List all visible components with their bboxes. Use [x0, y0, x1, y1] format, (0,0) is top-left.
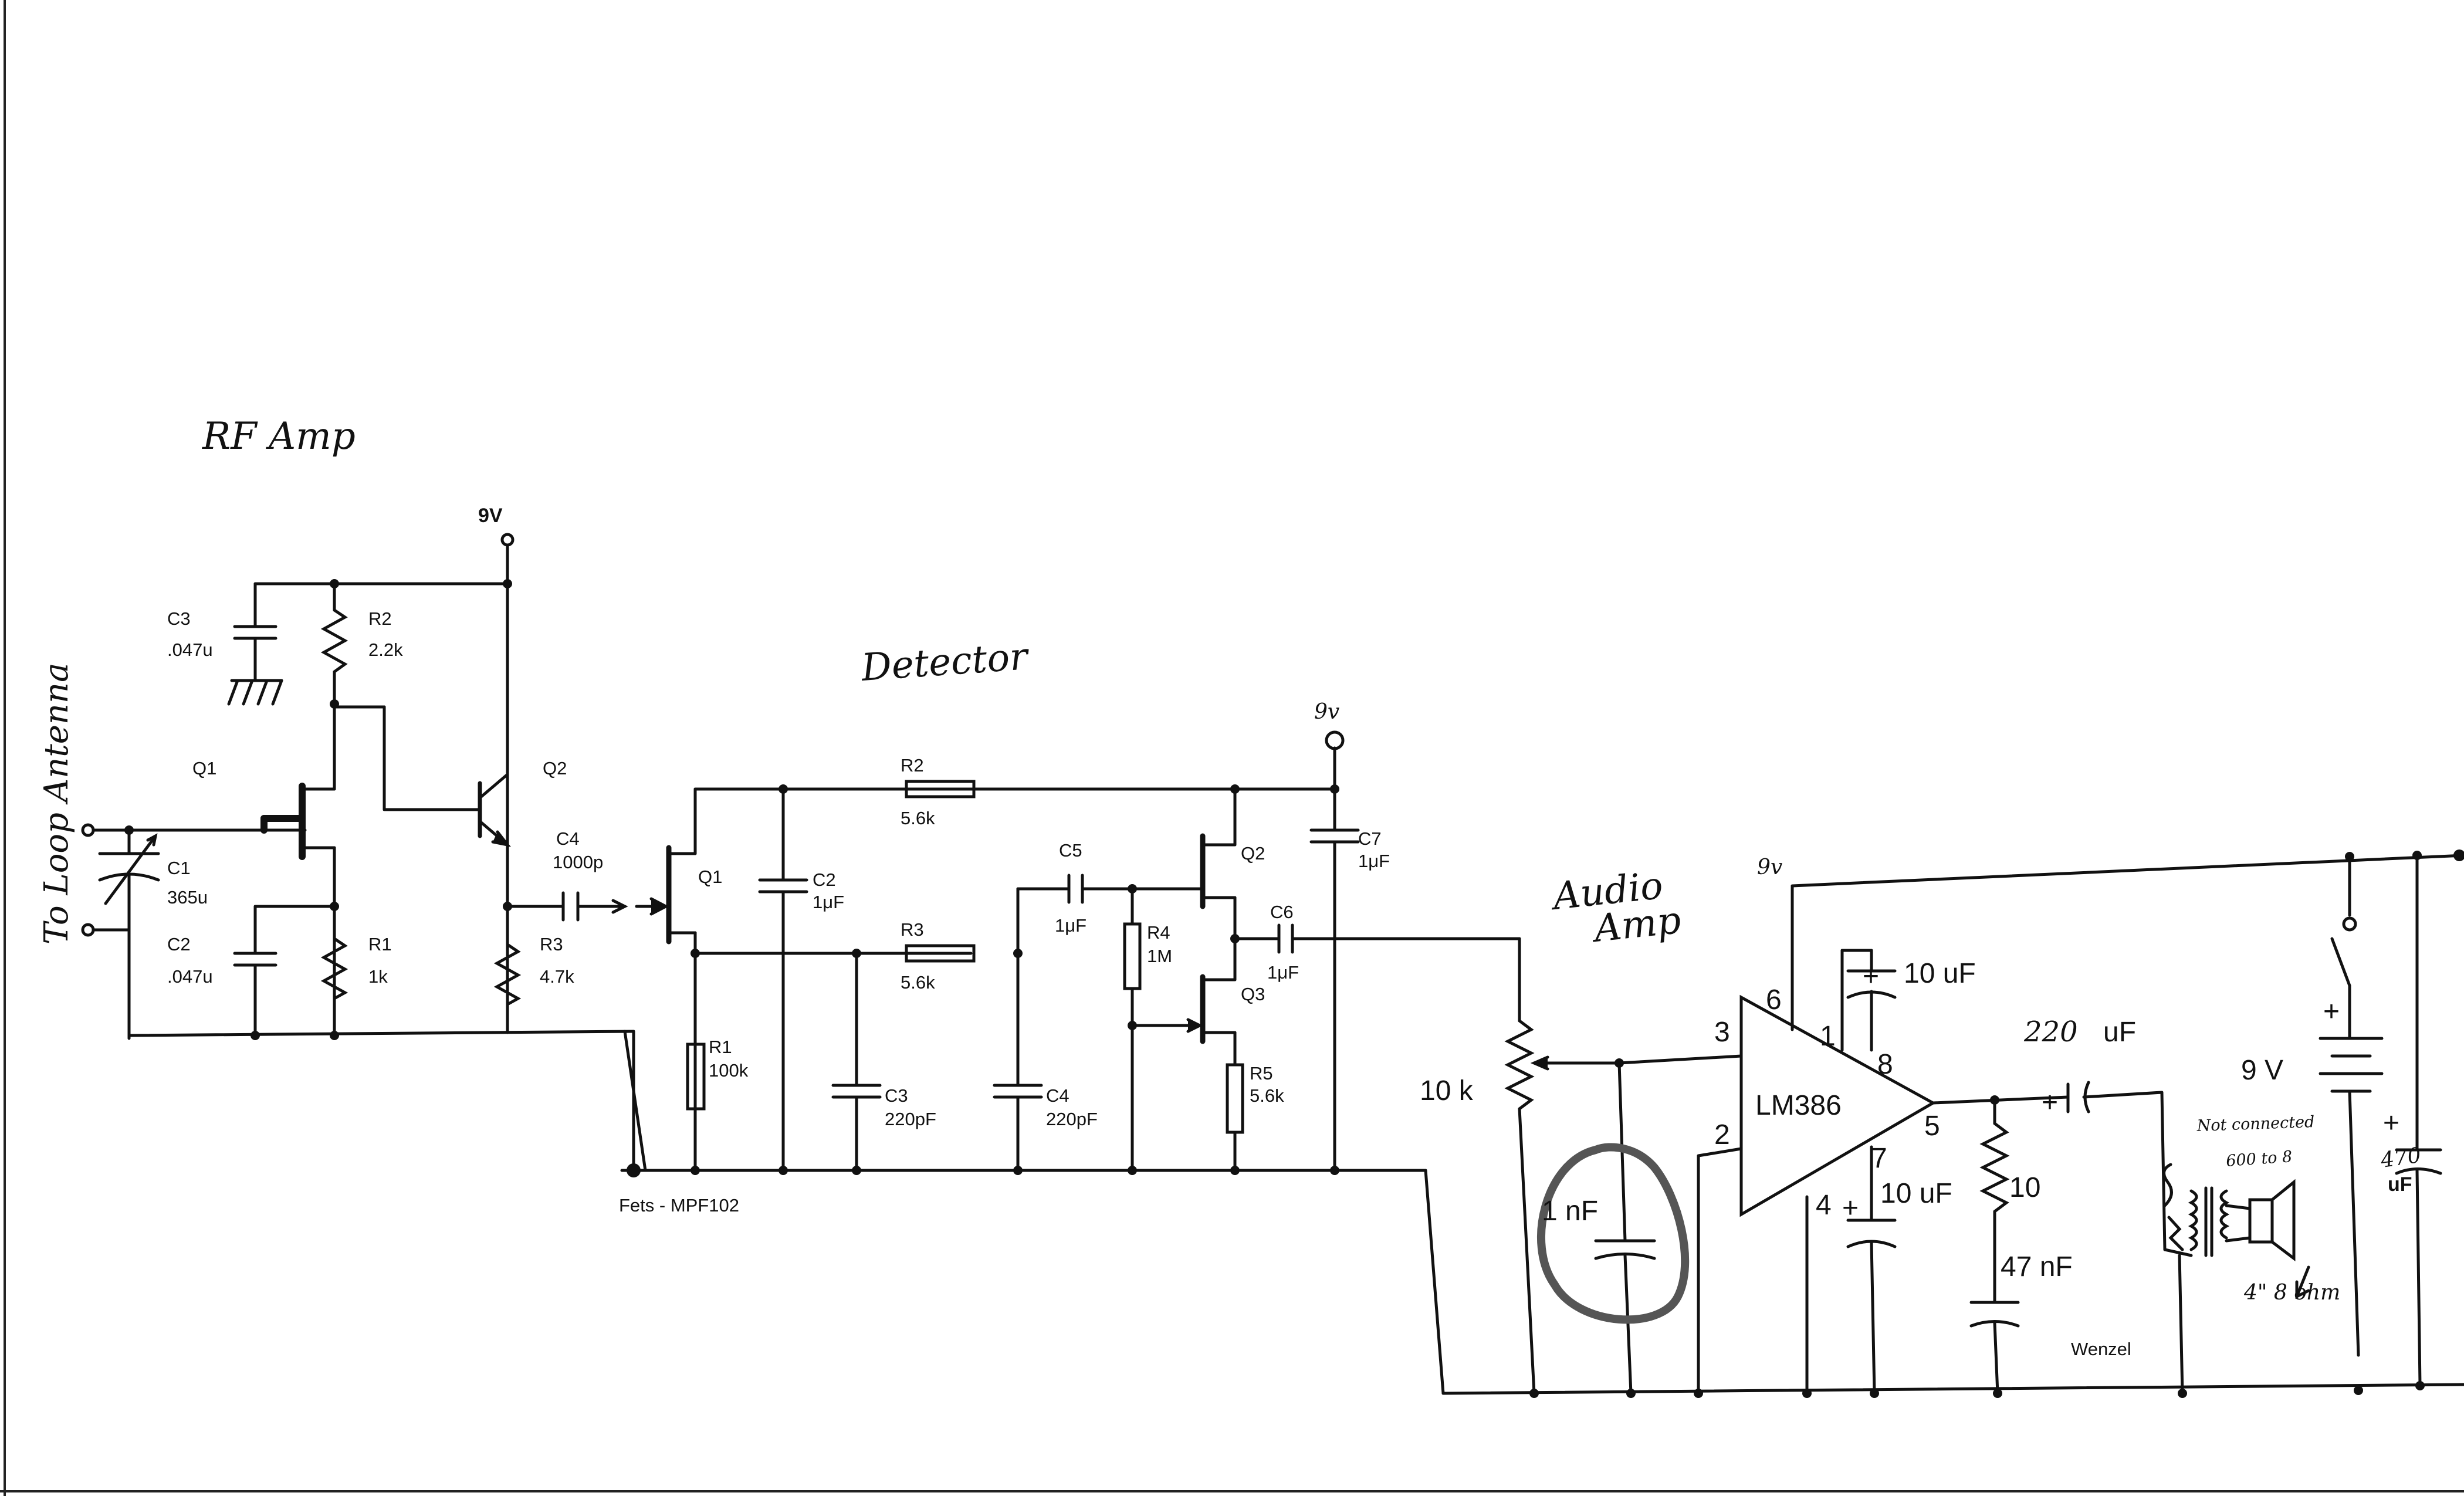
- cap-470-unit: uF: [2388, 1173, 2412, 1196]
- cap-10u-top-plus: +: [1863, 961, 1879, 992]
- det-r5-value: 5.6k: [1250, 1085, 1284, 1106]
- lm386-pin6: 6: [1766, 984, 1782, 1016]
- antenna-terminal-bottom[interactable]: [81, 923, 95, 937]
- det-c4-value: 220pF: [1046, 1109, 1098, 1129]
- detector-nodes: [627, 784, 1339, 1177]
- det-q3-ref: Q3: [1241, 984, 1265, 1004]
- cap-220u-unit: uF: [2103, 1017, 2136, 1048]
- lm386-label: LM386: [1755, 1090, 1842, 1121]
- speaker-note: 4" 8 ohm: [2243, 1281, 2340, 1305]
- rf-q1-ref: Q1: [192, 758, 216, 779]
- cap-470-plus: +: [2383, 1108, 2399, 1139]
- highlight-circle: [1537, 1143, 1690, 1324]
- rf-c4-value: 1000p: [553, 852, 603, 872]
- rf-r1-ref: R1: [368, 934, 392, 955]
- power-switch-lever[interactable]: [2330, 937, 2351, 987]
- cap-470-value: 470: [2379, 1143, 2423, 1173]
- transformer-note: Not connected: [2196, 1113, 2315, 1135]
- cap-220u-value: 220: [2023, 1016, 2078, 1048]
- rf-amp-section: [81, 533, 647, 1172]
- cap-1n-value: 1 nF: [1542, 1196, 1598, 1227]
- det-c3-ref: C3: [885, 1085, 908, 1106]
- rf-r3-ref: R3: [540, 934, 563, 955]
- lm386-pin2: 2: [1714, 1119, 1730, 1150]
- detector-title: Detector: [859, 635, 1031, 690]
- det-r4-value: 1M: [1147, 946, 1172, 966]
- rf-supply-terminal[interactable]: [500, 533, 515, 547]
- det-r3-ref: R3: [901, 919, 924, 940]
- rf-c1-value: 365u: [167, 887, 208, 908]
- rf-c2-value: .047u: [167, 966, 213, 987]
- det-q2-ref: Q2: [1241, 843, 1265, 864]
- det-r1-ref: R1: [709, 1037, 732, 1057]
- rf-c4-ref: C4: [556, 828, 580, 849]
- det-c2-ref: C2: [813, 869, 836, 890]
- rf-amp-title: RF Amp: [202, 415, 356, 458]
- lm386-pin7: 7: [1871, 1143, 1887, 1174]
- power-switch-terminal[interactable]: [2342, 916, 2357, 932]
- det-c6-value: 1μF: [1267, 962, 1299, 983]
- battery-plus: +: [2323, 996, 2340, 1027]
- rf-amp-nodes: [124, 579, 512, 1040]
- lm386-pin4: 4: [1816, 1190, 1832, 1221]
- rf-c1-ref: C1: [167, 858, 191, 878]
- det-r2-value: 5.6k: [901, 808, 935, 828]
- det-r1-value: 100k: [709, 1060, 749, 1081]
- cap-10u-top-value: 10 uF: [1904, 958, 1976, 989]
- det-r5-ref: R5: [1250, 1063, 1273, 1084]
- audio-amp-nodes: [1529, 849, 2464, 1398]
- rf-c2-ref: C2: [167, 934, 191, 955]
- fets-note: Fets - MPF102: [619, 1195, 739, 1216]
- audio-supply-label: 9v: [1757, 855, 1782, 879]
- det-r3-value: 5.6k: [901, 972, 935, 993]
- det-c5-ref: C5: [1059, 840, 1082, 861]
- lm386-pin1: 1: [1820, 1021, 1836, 1052]
- cap-220u-plus: +: [2042, 1087, 2058, 1118]
- det-c3-value: 220pF: [885, 1109, 936, 1129]
- rf-r1-value: 1k: [368, 966, 388, 987]
- audio-amp-section: [1424, 854, 2464, 1395]
- detector-supply-terminal[interactable]: [1325, 730, 1345, 750]
- rf-supply-label: 9V: [478, 505, 503, 527]
- det-r2-ref: R2: [901, 755, 924, 776]
- audio-amp-title-2: Amp: [1589, 899, 1683, 952]
- detector-supply-label: 9v: [1314, 700, 1339, 724]
- det-r4-ref: R4: [1147, 922, 1170, 943]
- pot-value: 10 k: [1420, 1075, 1474, 1106]
- rf-r2-ref: R2: [368, 608, 392, 629]
- det-c7-value: 1μF: [1358, 851, 1390, 871]
- rf-c3-value: .047u: [167, 639, 213, 660]
- det-c6-ref: C6: [1270, 902, 1294, 922]
- rf-r3-value: 4.7k: [540, 966, 574, 987]
- lm386-pin5: 5: [1924, 1111, 1940, 1142]
- credit: Wenzel: [2071, 1339, 2131, 1359]
- battery-value: 9 V: [2241, 1055, 2283, 1086]
- cap-10u-bottom-plus: +: [1842, 1193, 1859, 1224]
- cap-47n-value: 47 nF: [2001, 1251, 2073, 1282]
- det-q1-ref: Q1: [698, 867, 722, 887]
- antenna-terminal-top[interactable]: [81, 823, 95, 837]
- antenna-note: To Loop Antenna: [38, 663, 76, 945]
- rf-r2-value: 2.2k: [368, 639, 403, 660]
- detector-section: [620, 730, 1521, 1172]
- rf-q2-ref: Q2: [543, 758, 567, 779]
- rf-c3-ref: C3: [167, 608, 191, 629]
- res-10-value: 10: [2009, 1172, 2040, 1203]
- det-c5-value: 1μF: [1055, 915, 1087, 936]
- cap-10u-bottom-value: 10 uF: [1880, 1178, 1952, 1209]
- det-c7-ref: C7: [1358, 828, 1382, 849]
- lm386-pin3: 3: [1714, 1017, 1730, 1048]
- lm386-pin8: 8: [1877, 1049, 1893, 1080]
- det-c2-value: 1μF: [813, 892, 844, 912]
- det-c4-ref: C4: [1046, 1085, 1069, 1106]
- transformer-ratio: 600 to 8: [2225, 1148, 2293, 1170]
